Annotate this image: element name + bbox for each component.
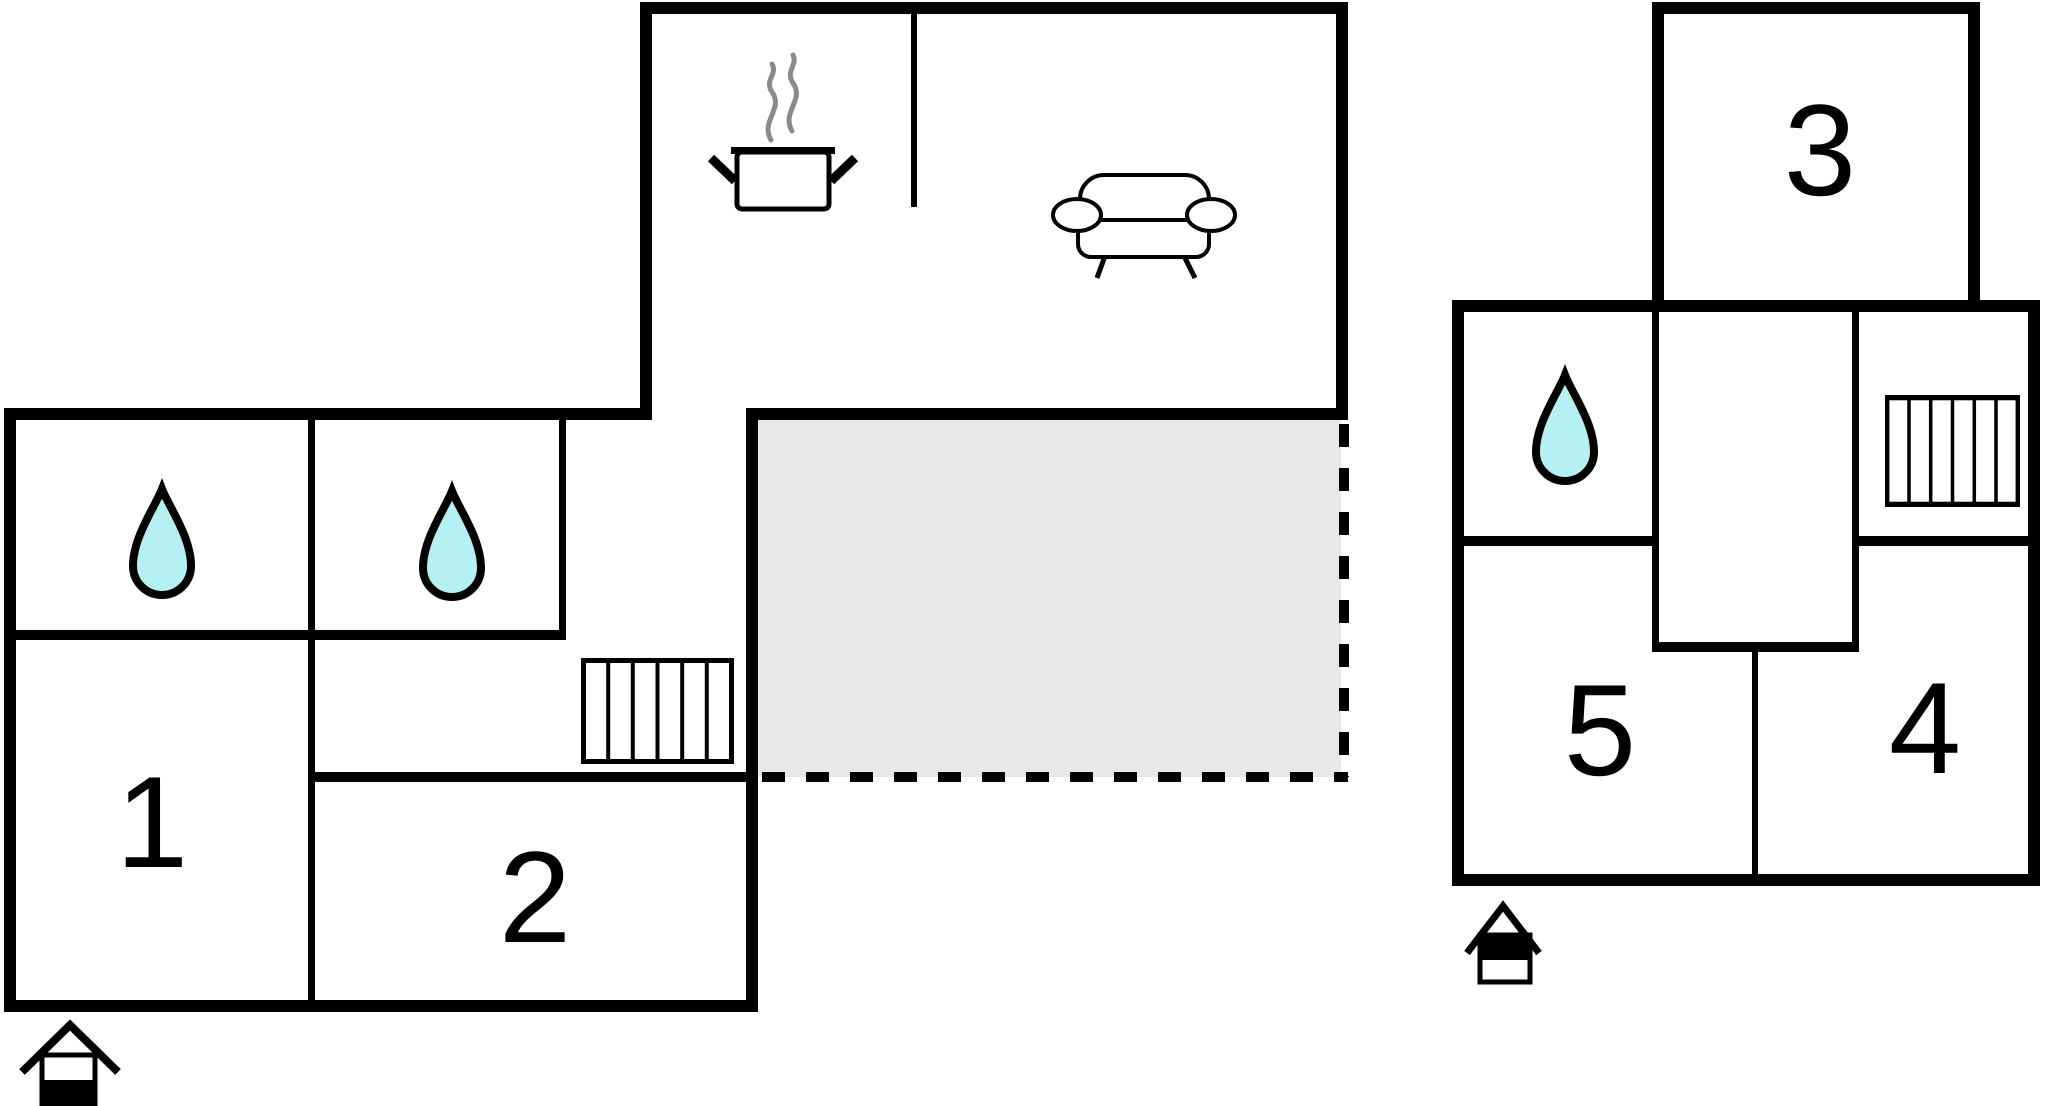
room-5-label: 5 — [1564, 657, 1636, 803]
radiator-icon — [584, 661, 732, 762]
steam-icon — [765, 52, 799, 143]
right-building-walls — [1452, 2, 2040, 886]
upper-building-walls — [640, 2, 1348, 420]
sofa-icon — [1051, 173, 1237, 280]
wall — [1452, 300, 2040, 312]
wall — [746, 408, 758, 1012]
wall — [2028, 300, 2040, 886]
house-roof — [1464, 900, 1542, 956]
wall — [1652, 2, 1664, 312]
water-drop-icon — [133, 489, 191, 595]
terrace — [758, 420, 1349, 782]
pot-handles — [707, 154, 859, 185]
room-2-top-wall — [315, 772, 746, 782]
wall — [4, 408, 16, 1012]
wall — [4, 1000, 758, 1012]
hall-area — [1659, 312, 1852, 642]
kitchen-divider-wall — [911, 14, 917, 207]
entrance-house-icon — [19, 1019, 121, 1106]
water-drop-icon — [423, 491, 481, 597]
hall-bottom-wall — [1652, 642, 1859, 652]
radiator-room-bottom-wall — [1859, 536, 2028, 546]
upper-building — [640, 2, 1348, 420]
radiator-icon — [1887, 398, 2018, 505]
wall — [640, 2, 1348, 14]
left-building-walls — [4, 408, 758, 1012]
stove-icon — [707, 52, 859, 212]
terrace-area — [758, 420, 1341, 777]
wall — [1652, 2, 1980, 14]
bathroom-bottom-wall — [16, 630, 566, 640]
right-building: 3 4 5 — [1452, 2, 2040, 985]
hall-right-wall — [1852, 312, 1859, 652]
bathroom-2-right-wall — [559, 420, 566, 640]
entrance-house-icon — [1464, 900, 1542, 985]
left-building: 1 2 — [4, 408, 758, 1106]
wall — [1968, 2, 1980, 312]
wall — [1452, 874, 2040, 886]
terrace-dashed-border — [762, 424, 1349, 782]
sofa-legs — [1094, 254, 1198, 280]
wall — [640, 2, 652, 420]
pot-rim — [731, 147, 835, 154]
room-4-5-divider-wall — [1752, 652, 1758, 874]
sofa-seat — [1076, 218, 1211, 259]
sofa-armrest-left — [1051, 197, 1103, 233]
room-divider-wall — [308, 420, 315, 1000]
room-2-label: 2 — [499, 824, 571, 970]
water-drop-icon — [1536, 375, 1594, 481]
wall — [4, 408, 652, 420]
pot-body — [734, 149, 832, 212]
wall — [1452, 300, 1464, 886]
wall — [1336, 2, 1348, 420]
sofa-armrest-right — [1185, 197, 1237, 233]
hall-left-wall — [1652, 312, 1659, 652]
house-door — [42, 1080, 95, 1106]
bathroom-3-bottom-wall — [1464, 536, 1658, 546]
house-roof — [19, 1019, 121, 1075]
wall — [746, 408, 1348, 420]
room-1-label: 1 — [116, 749, 188, 895]
room-3-label: 3 — [1784, 77, 1856, 223]
room-4-label: 4 — [1889, 655, 1961, 801]
